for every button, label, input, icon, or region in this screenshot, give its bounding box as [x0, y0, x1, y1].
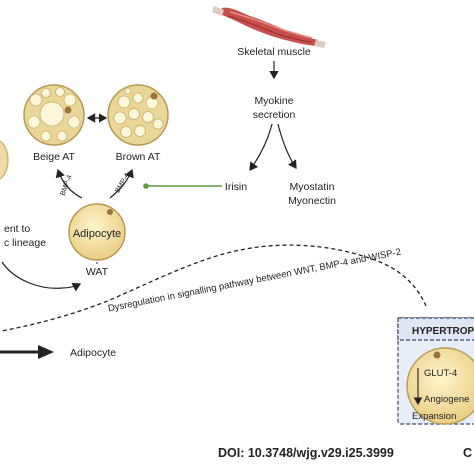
angiogenesis-label: Angiogene: [424, 394, 469, 405]
beige-at-label: Beige AT: [33, 151, 75, 163]
secretion-label: secretion: [253, 109, 296, 121]
adipocyte-cell-label: Adipocyte: [73, 228, 121, 240]
bottom-adipocyte-label: Adipocyte: [70, 347, 116, 359]
wat-label: WAT: [86, 266, 109, 278]
adipocyte-to-beige-arrow: [55, 168, 83, 199]
left-text-line2: c lineage: [4, 237, 46, 249]
irisin-link-dot: [143, 183, 149, 189]
dysregulation-label: Dysregulation in signalling pathway betw…: [107, 247, 402, 315]
secretion-to-myostatin-arrow: [277, 123, 297, 169]
lineage-to-wat-arrow: [1, 261, 82, 292]
myokine-label: Myokine: [254, 95, 293, 107]
adipocyte-to-brown-arrow: [109, 168, 134, 199]
bmp4-right-label: BMP-4: [114, 172, 131, 194]
glut4-label: GLUT-4: [424, 368, 457, 379]
left-text-line1: ent to: [4, 223, 30, 235]
skeletal-muscle-label: Skeletal muscle: [237, 46, 311, 58]
myonectin-label: Myonectin: [288, 195, 336, 207]
bottom-bold-arrow-head: [38, 345, 54, 359]
hypertrophy-title: HYPERTROP: [412, 326, 474, 337]
skeletal-muscle-icon: [212, 6, 326, 48]
secretion-to-irisin-arrow: [249, 123, 273, 171]
adipocyte-cell-icon: [68, 203, 126, 261]
beige-at-cell-icon: [23, 84, 85, 146]
left-partial-cell-icon: [0, 140, 9, 180]
irisin-label: Irisin: [225, 181, 247, 193]
hypertrophic-adipocyte-icon: [406, 347, 474, 425]
brown-at-label: Brown AT: [116, 151, 161, 163]
doi-label: DOI: 10.3748/wjg.v29.i25.3999: [218, 446, 394, 460]
brown-at-cell-icon: [107, 84, 169, 146]
myostatin-label: Myostatin: [290, 181, 335, 193]
expansion-label: Expansion: [412, 411, 456, 422]
doi-suffix: C: [463, 446, 472, 460]
